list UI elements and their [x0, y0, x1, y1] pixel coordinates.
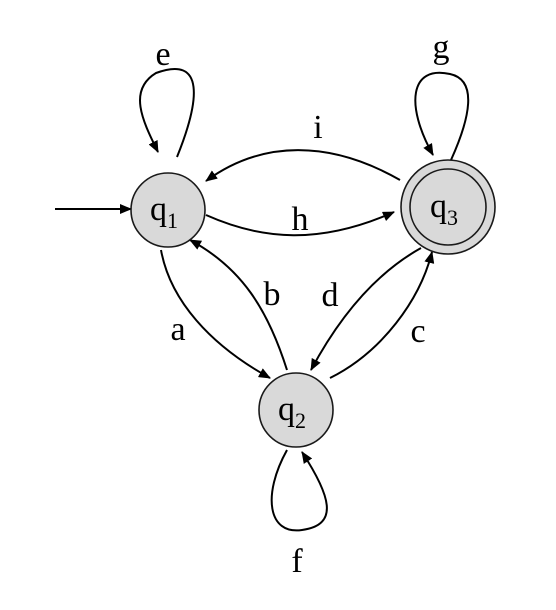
edge-f [270, 449, 328, 532]
edge-a [160, 249, 271, 379]
state-q1-label: q1 [150, 191, 178, 233]
edge-e-label: e [155, 36, 170, 73]
state-q3-inner-circle [409, 168, 487, 246]
edge-h-label: h [292, 201, 309, 238]
edge-c-label: c [410, 313, 425, 350]
edge-i-label: i [313, 109, 322, 146]
edge-d [310, 247, 422, 371]
edge-c [329, 251, 435, 379]
state-q3-label: q3 [430, 188, 458, 230]
edge-h [205, 211, 395, 237]
state-q2-label: q2 [278, 391, 306, 433]
edge-g-label: g [433, 29, 450, 66]
edge-f-label: f [291, 543, 303, 580]
edge-i [205, 149, 401, 182]
edge-d-label: d [322, 277, 339, 314]
edge-a-label: a [170, 311, 185, 348]
edge-e [139, 67, 195, 158]
edge-b-label: b [264, 276, 281, 313]
state-q1-circle [130, 172, 206, 248]
edge-b [189, 239, 288, 371]
state-q2-circle [258, 372, 334, 448]
edge-g [414, 71, 470, 161]
